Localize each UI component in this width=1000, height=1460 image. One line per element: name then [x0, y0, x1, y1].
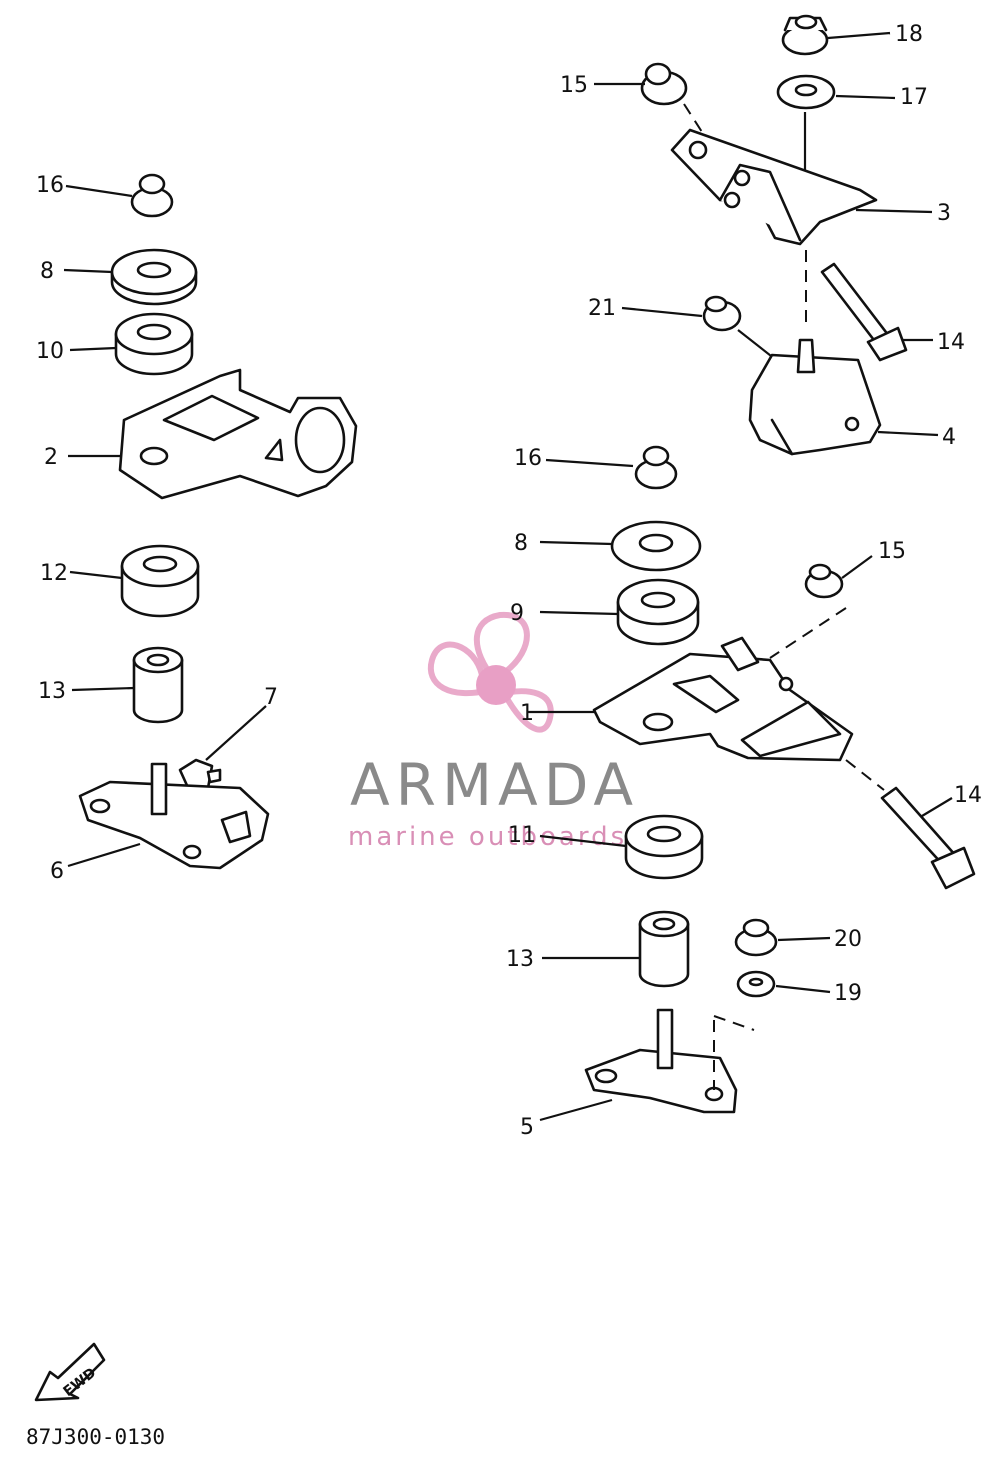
part-5-plate: [584, 1008, 738, 1114]
callout-18: 18: [895, 22, 923, 47]
part-18-nut: [781, 14, 829, 56]
callout-20: 20: [834, 927, 862, 952]
part-17-washer: [776, 74, 836, 110]
part-14-bolt-lower: [880, 786, 976, 890]
callout-11: 11: [508, 823, 536, 848]
part-8-washer-left: [110, 248, 198, 306]
armada-watermark: ARMADA marine outboards: [348, 611, 639, 852]
callout-8b: 8: [514, 531, 528, 556]
part-12-rubber: [120, 544, 200, 618]
callout-4: 4: [942, 425, 956, 450]
part-1-bracket: [592, 636, 854, 762]
callout-16a: 16: [36, 173, 64, 198]
callout-9: 9: [510, 601, 524, 626]
callout-19: 19: [834, 981, 862, 1006]
callout-6: 6: [50, 859, 64, 884]
callout-14b: 14: [954, 783, 982, 808]
callout-2: 2: [44, 445, 58, 470]
callout-16b: 16: [514, 446, 542, 471]
callout-17: 17: [900, 85, 928, 110]
callout-3: 3: [937, 201, 951, 226]
part-11-rubber: [624, 814, 704, 880]
callout-21: 21: [588, 296, 616, 321]
callout-15a: 15: [560, 73, 588, 98]
part-3-bracket: [670, 128, 878, 246]
watermark-tagline: marine outboards: [348, 822, 627, 852]
part-21-nut: [702, 295, 742, 332]
callout-7: 7: [264, 685, 278, 710]
part-14-bolt: [820, 262, 908, 362]
part-16-nut-left: [130, 173, 174, 218]
propeller-icon: [427, 611, 554, 733]
part-4-mount: [748, 338, 882, 456]
watermark-brand: ARMADA: [350, 751, 639, 819]
callout-14a: 14: [937, 330, 965, 355]
callout-13b: 13: [506, 947, 534, 972]
diagram-code: 87J300-0130: [26, 1425, 165, 1449]
part-16-nut: [634, 445, 678, 490]
callout-5: 5: [520, 1115, 534, 1140]
callout-10: 10: [36, 339, 64, 364]
fwd-arrow-icon: FWD: [34, 1342, 106, 1402]
callout-1: 1: [520, 701, 534, 726]
part-15-nut-lower: [804, 563, 844, 599]
part-9-rubber: [616, 578, 700, 646]
callout-15b: 15: [878, 539, 906, 564]
part-13-bushing-left: [132, 646, 184, 724]
part-20-nut: [734, 918, 778, 957]
part-13-bushing: [638, 910, 690, 988]
part-2-bracket: [118, 368, 358, 500]
part-6-plate: [78, 762, 270, 870]
part-8-washer: [610, 520, 702, 572]
callout-12: 12: [40, 561, 68, 586]
callout-8a: 8: [40, 259, 54, 284]
part-15-nut: [640, 62, 688, 106]
part-19-washer: [736, 970, 776, 998]
part-10-rubber: [114, 312, 194, 376]
callout-13a: 13: [38, 679, 66, 704]
